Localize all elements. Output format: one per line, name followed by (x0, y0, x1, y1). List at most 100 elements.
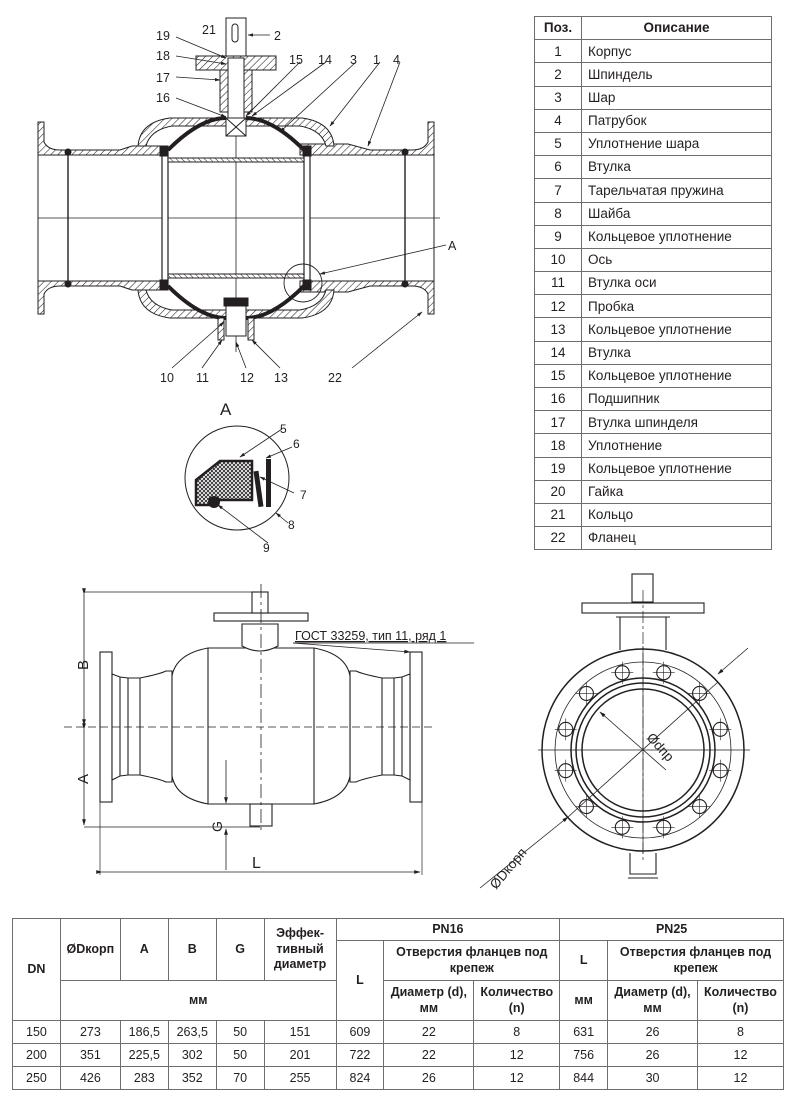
part-pos: 11 (534, 271, 582, 296)
cell-dn: 200 (12, 1043, 61, 1067)
valve-front-view: Ødпр ØDкорп (479, 573, 750, 892)
callout-14: 14 (318, 53, 332, 67)
cell-dkorp: 273 (59, 1020, 121, 1044)
part-pos: 2 (534, 62, 582, 87)
th-eff-line3: диаметр (273, 957, 327, 972)
part-desc: Кольцо (581, 502, 772, 528)
callout-11: 11 (196, 371, 209, 385)
cell-pn25-d: 26 (607, 1043, 698, 1067)
bolt-hole-icon (611, 816, 634, 839)
cell-pn25-l: 756 (559, 1043, 609, 1067)
valve-section-drawing: 2 19 21 18 17 16 15 14 3 1 4 A 10 11 12 … (37, 17, 457, 385)
part-pos: 13 (534, 317, 582, 342)
bolt-hole-icon (709, 759, 732, 782)
cell-eff: 201 (263, 1043, 337, 1067)
th-pn16-l: L (335, 940, 385, 1021)
col-pos-header: Поз. (534, 15, 582, 41)
th-a: A (119, 918, 169, 981)
callout-19: 19 (156, 29, 170, 43)
th-pn16: PN16 (335, 918, 561, 941)
bolt-hole-icon (554, 759, 577, 782)
part-pos: 16 (534, 386, 582, 412)
dim-a-label: A (75, 774, 92, 784)
cell-pn16-l: 609 (335, 1020, 385, 1044)
dim-l-label: L (252, 855, 261, 872)
callout-22: 22 (328, 371, 342, 385)
dim-g-label: G (209, 821, 225, 832)
part-desc: Корпус (581, 39, 772, 64)
cell-pn16-d: 22 (383, 1020, 475, 1044)
part-desc: Кольцевое уплотнение (581, 363, 772, 389)
part-pos: 8 (534, 201, 582, 226)
callout-5: 5 (280, 422, 287, 436)
callout-18: 18 (156, 49, 170, 63)
part-pos: 1 (534, 39, 582, 64)
part-pos: 5 (534, 131, 582, 157)
cell-pn16-d: 22 (383, 1043, 475, 1067)
part-desc: Тарельчатая пружина (581, 178, 772, 203)
part-desc: Втулка (581, 155, 772, 180)
part-desc: Ось (581, 247, 772, 273)
cell-dkorp: 426 (59, 1066, 121, 1090)
callout-15: 15 (289, 53, 303, 67)
cell-pn25-l: 844 (559, 1066, 609, 1090)
detail-a-title: A (220, 400, 232, 419)
valve-side-view: B A G L ГОСТ 33259, тип 11, ряд 1 (64, 584, 474, 875)
callout-A: A (448, 239, 457, 253)
bolt-hole-icon (688, 682, 711, 705)
bolt-hole-icon (575, 682, 598, 705)
flange-bolt-holes (554, 661, 732, 839)
callout-4: 4 (393, 53, 400, 67)
callout-1: 1 (373, 53, 380, 67)
cell-pn16-l: 824 (335, 1066, 385, 1090)
cell-g: 50 (215, 1020, 265, 1044)
part-pos: 19 (534, 456, 582, 481)
bolt-hole-icon (554, 718, 577, 741)
part-desc: Шар (581, 85, 772, 110)
th-pn16-diam: Диаметр (d), мм (383, 980, 475, 1021)
gost-standard-note: ГОСТ 33259, тип 11, ряд 1 (295, 629, 446, 643)
callout-17: 17 (156, 71, 170, 85)
th-pn25-diam: Диаметр (d), мм (607, 980, 698, 1021)
dim-dnp-label: Ødпр (644, 730, 677, 764)
lower-right-wall (299, 280, 435, 315)
part-desc: Уплотнение (581, 433, 772, 458)
cell-eff: 151 (263, 1020, 337, 1044)
bolt-hole-icon (652, 661, 675, 684)
callout-10: 10 (160, 371, 174, 385)
bolt-hole-icon (688, 795, 711, 818)
part-desc: Уплотнение шара (581, 131, 772, 157)
callout-12: 12 (240, 371, 254, 385)
cell-pn16-l: 722 (335, 1043, 385, 1067)
cell-g: 50 (215, 1043, 265, 1067)
cell-dn: 250 (12, 1066, 61, 1090)
cell-b: 352 (167, 1066, 217, 1090)
cell-dn: 150 (12, 1020, 61, 1044)
part-pos: 14 (534, 340, 582, 365)
callout-7: 7 (300, 488, 307, 502)
part-pos: 6 (534, 155, 582, 180)
callout-9: 9 (263, 541, 270, 555)
upper-right-wall (299, 121, 435, 156)
th-dn: DN (12, 918, 61, 1021)
th-pn25-qty: Количество (n) (696, 980, 785, 1021)
bolt-hole-icon (575, 795, 598, 818)
detail-a-drawing: A 5 6 7 8 9 (184, 400, 307, 555)
callout-13: 13 (274, 371, 288, 385)
